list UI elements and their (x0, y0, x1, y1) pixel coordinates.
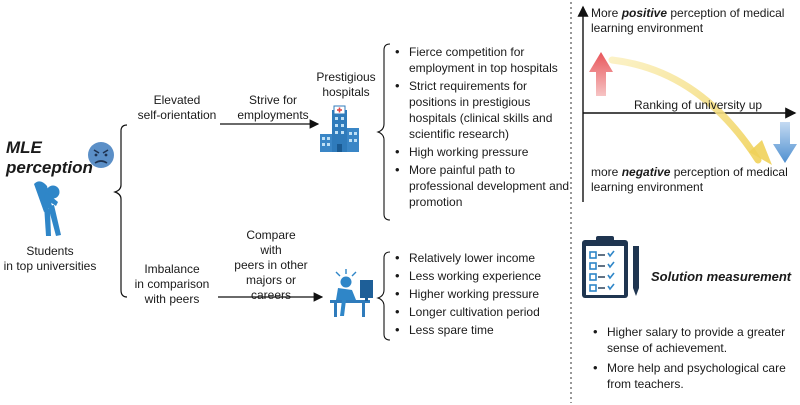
upper-bullet: More painful path to professional develo… (394, 162, 572, 210)
trend-curve (608, 56, 762, 164)
lower-bracket (376, 251, 391, 341)
solution-list: Higher salary to provide a greater sense… (592, 324, 792, 394)
strive-label: Strive for employments (237, 93, 309, 122)
positive-perception-label: More positive perception of medical lear… (591, 6, 796, 36)
lower-bullet: Relatively lower income (394, 250, 569, 266)
imbalance-label: Imbalance in comparison with peers (134, 262, 210, 306)
positive-word: positive (621, 6, 668, 20)
compare-label: Compare with peers in other majors or ca… (234, 228, 308, 302)
red-up-arrow (589, 52, 613, 96)
lower-bullet-list: Relatively lower income Less working exp… (394, 250, 569, 340)
trend-curve-head (749, 140, 772, 165)
blue-down-arrow (773, 122, 797, 163)
main-bracket (113, 124, 128, 298)
upper-bullet-list: Fierce competition for employment in top… (394, 44, 572, 212)
negative-word: negative (621, 165, 671, 179)
students-label: Students in top universities (3, 244, 97, 273)
mle-title-text: MLE perception (6, 138, 93, 177)
solution-title: Solution measurement (651, 269, 792, 284)
mle-title: MLE perception (6, 138, 96, 178)
upper-bullet: Fierce competition for employment in top… (394, 44, 572, 76)
elevated-label: Elevated self-orientation (137, 93, 217, 122)
lower-bullet: Higher working pressure (394, 286, 569, 302)
positive-pre: More (591, 6, 622, 20)
ranking-axis-label: Ranking of university up (634, 98, 763, 112)
upper-bullet: High working pressure (394, 144, 572, 160)
positive-post: perception of medical learning environme… (591, 6, 785, 35)
solution-item: Higher salary to provide a greater sense… (592, 324, 792, 356)
lower-bullet: Less spare time (394, 322, 569, 338)
solution-item: More help and psychological care from te… (592, 360, 792, 392)
prestigious-hospitals-label: Prestigious hospitals (316, 70, 376, 99)
negative-pre: more (591, 165, 622, 179)
upper-bullet: Strict requirements for positions in pre… (394, 78, 572, 142)
negative-perception-label: more negative perception of medical lear… (591, 165, 796, 195)
lower-bullet: Longer cultivation period (394, 304, 569, 320)
negative-post: perception of medical learning environme… (591, 165, 788, 194)
upper-bracket (376, 43, 391, 221)
lower-bullet: Less working experience (394, 268, 569, 284)
